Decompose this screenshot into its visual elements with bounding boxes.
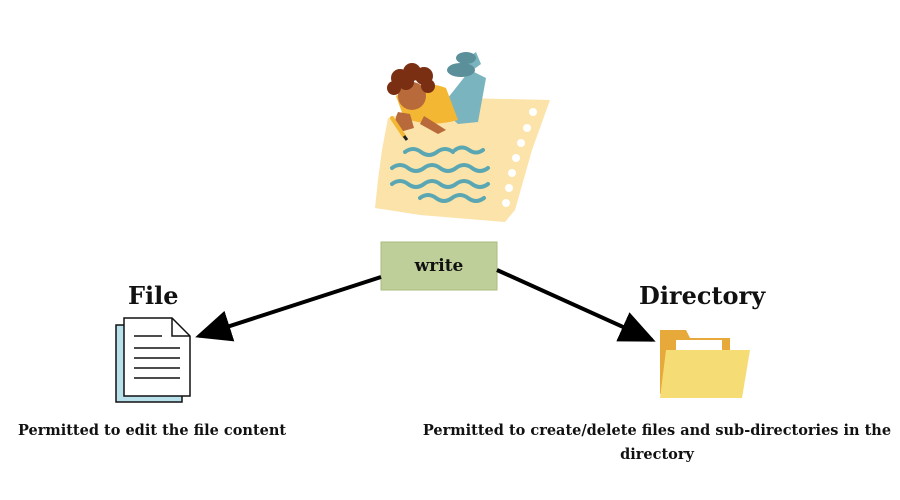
file-description: Permitted to edit the file content <box>18 422 287 439</box>
person-writing-illustration <box>375 52 550 222</box>
folder-icon <box>660 330 750 398</box>
write-label: write <box>414 256 464 276</box>
arrow-to-file <box>195 275 382 342</box>
file-title: File <box>128 281 179 310</box>
write-box <box>380 241 498 291</box>
directory-description: Permitted to create/delete files and sub… <box>422 422 892 463</box>
arrow-to-directory <box>496 268 656 342</box>
directory-title: Directory <box>639 281 766 310</box>
document-icon <box>115 317 191 403</box>
